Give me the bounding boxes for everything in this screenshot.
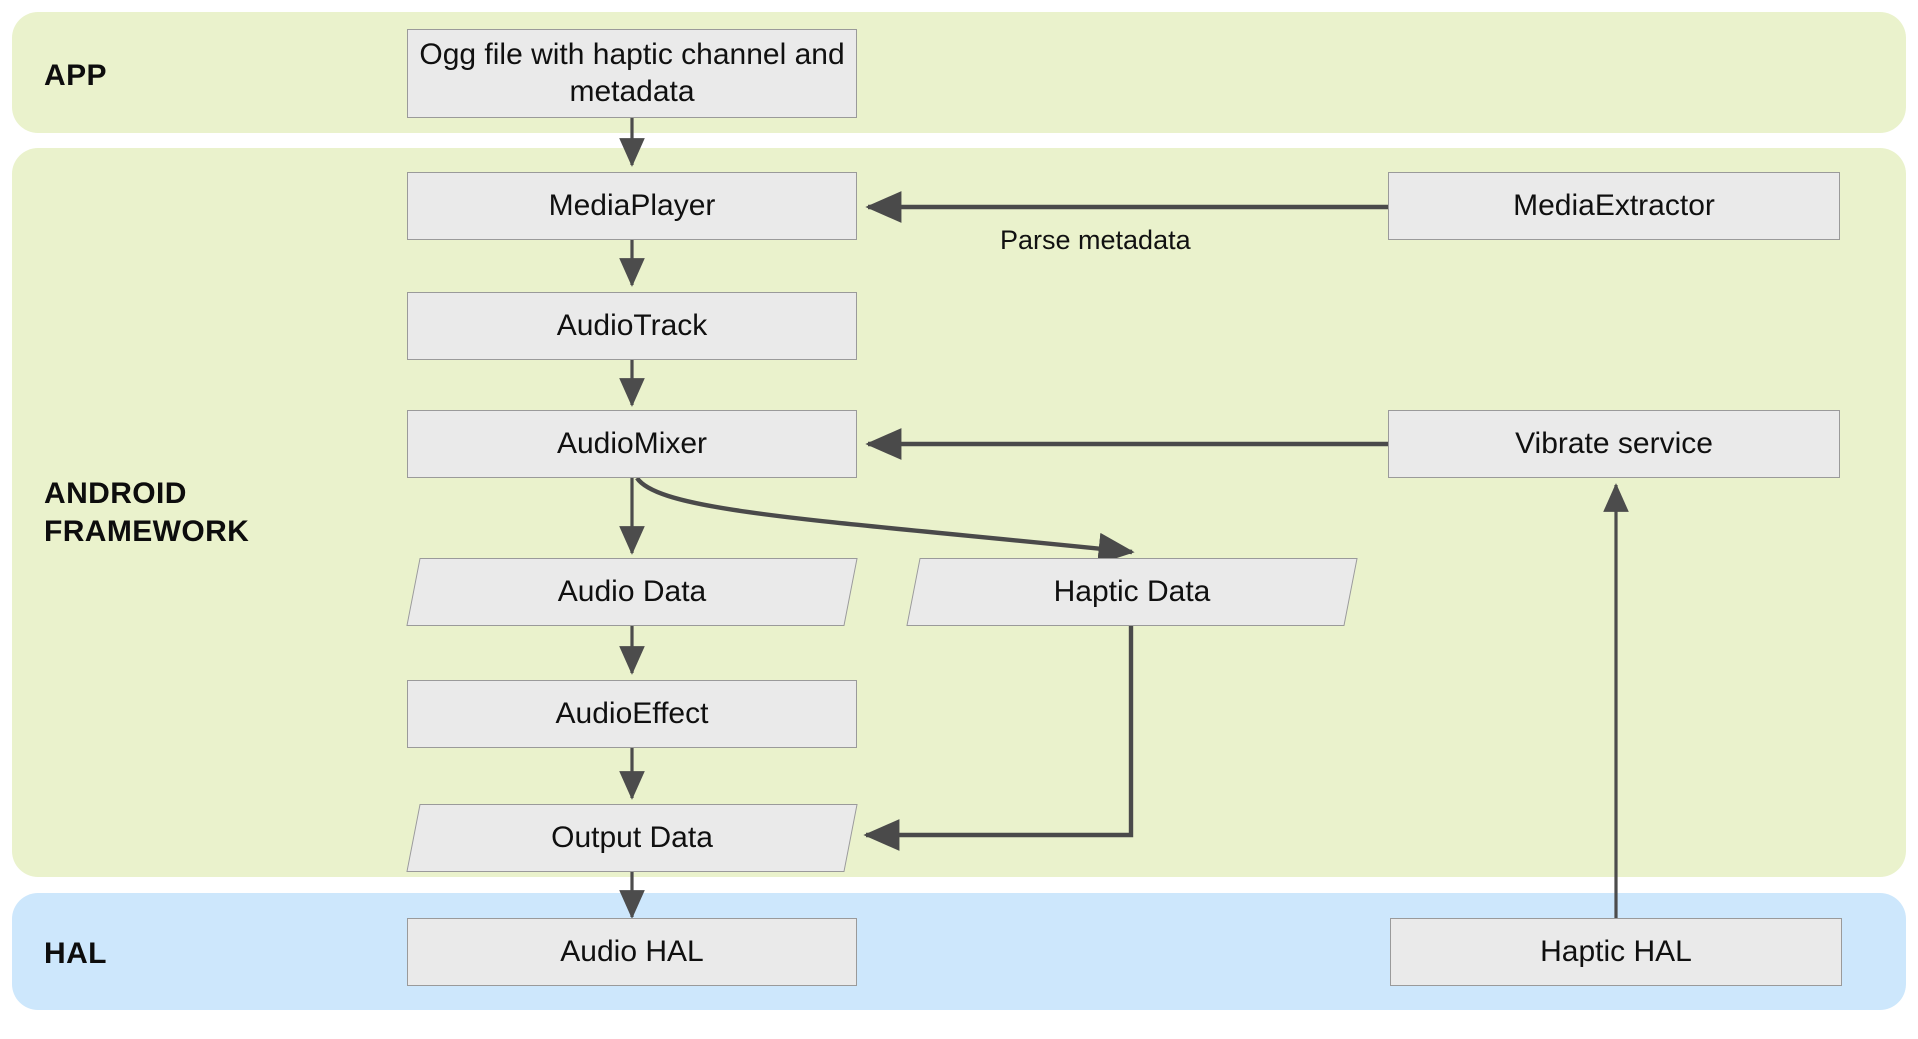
node-audioeffect-label: AudioEffect: [555, 696, 709, 730]
node-mediaextractor[interactable]: MediaExtractor: [1388, 172, 1840, 240]
node-output-data[interactable]: Output Data: [406, 804, 858, 872]
node-audio-hal[interactable]: Audio HAL: [407, 918, 857, 986]
band-label-android-framework-line1: ANDROID: [44, 477, 187, 510]
node-audiotrack-label: AudioTrack: [556, 308, 708, 342]
node-audio-data[interactable]: Audio Data: [406, 558, 858, 626]
node-audio-hal-label: Audio HAL: [560, 934, 704, 968]
node-mediaplayer[interactable]: MediaPlayer: [407, 172, 857, 240]
node-output-data-label: Output Data: [551, 820, 713, 854]
band-app: [12, 12, 1906, 133]
node-vibrate-service[interactable]: Vibrate service: [1388, 410, 1840, 478]
node-audio-data-label: Audio Data: [557, 574, 707, 608]
node-ogg-file-label: Ogg file with haptic channel and metadat…: [419, 37, 845, 108]
band-label-app: APP: [44, 59, 107, 92]
edge-label-parse-metadata: Parse metadata: [1000, 225, 1191, 255]
node-haptic-hal[interactable]: Haptic HAL: [1390, 918, 1842, 986]
node-audioeffect[interactable]: AudioEffect: [407, 680, 857, 748]
band-android-framework: [12, 148, 1906, 877]
node-audiotrack[interactable]: AudioTrack: [407, 292, 857, 360]
node-vibrate-service-label: Vibrate service: [1515, 426, 1713, 460]
band-label-android-framework-line2: FRAMEWORK: [44, 514, 250, 548]
node-audiomixer[interactable]: AudioMixer: [407, 410, 857, 478]
node-haptic-data[interactable]: Haptic Data: [906, 558, 1358, 626]
node-ogg-file[interactable]: Ogg file with haptic channel and metadat…: [407, 29, 857, 118]
node-audiomixer-label: AudioMixer: [556, 426, 708, 460]
node-mediaplayer-label: MediaPlayer: [548, 188, 716, 222]
band-label-hal: HAL: [44, 937, 107, 970]
node-haptic-data-label: Haptic Data: [1053, 574, 1211, 608]
node-haptic-hal-label: Haptic HAL: [1540, 934, 1692, 968]
band-label-android-framework: ANDROID FRAMEWORK: [44, 475, 249, 550]
node-mediaextractor-label: MediaExtractor: [1513, 188, 1715, 222]
